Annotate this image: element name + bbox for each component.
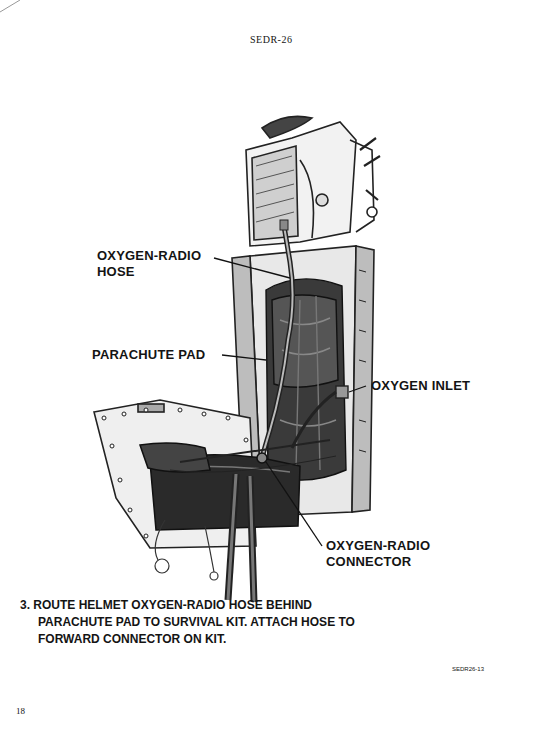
callout-label: OXYGEN-RADIO CONNECTOR — [326, 538, 446, 570]
page-header: SEDR-26 — [250, 34, 320, 45]
figure-number: SEDR26-13 — [452, 666, 502, 672]
callout-label: OXYGEN-RADIO HOSE — [97, 248, 209, 280]
parachute-pad — [266, 279, 346, 480]
hose — [262, 220, 293, 458]
page-number: 18 — [16, 706, 46, 716]
lanyard — [155, 520, 218, 580]
harness-straps — [170, 440, 336, 602]
leader-line — [214, 258, 366, 546]
callout-label: OXYGEN INLET — [371, 378, 501, 394]
callout-label: PARACHUTE PAD — [92, 347, 220, 363]
instruction-step: 3. ROUTE HELMET OXYGEN-RADIO HOSE BEHIND… — [20, 597, 368, 648]
page-edge — [0, 0, 20, 12]
headrest — [246, 116, 380, 246]
oxygen-inlet-fitting — [292, 386, 348, 448]
